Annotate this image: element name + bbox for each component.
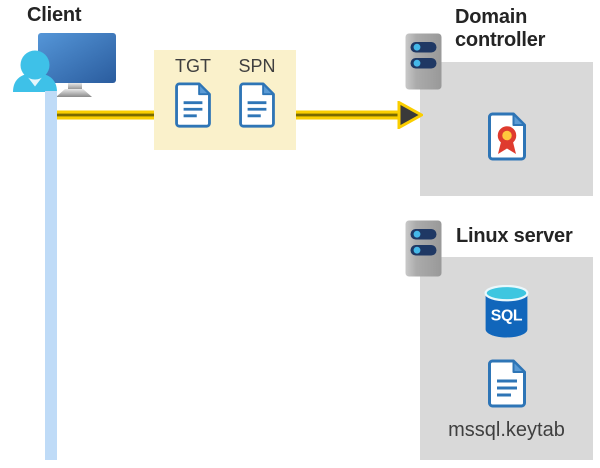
spn-document-icon: [239, 82, 275, 128]
tgt-label: TGT: [175, 56, 211, 76]
client-computer-icon: [13, 33, 116, 97]
linux-server-box: SQL mssql.keytab: [420, 257, 593, 460]
spn-token: SPN: [237, 56, 277, 150]
client-label: Client: [27, 4, 82, 26]
monitor-icon: [38, 33, 116, 83]
monitor-base: [56, 89, 92, 97]
domain-controller-title: Domain controller: [455, 6, 546, 51]
person-head: [20, 50, 50, 80]
linux-server-icon: [405, 220, 442, 277]
tgt-token: TGT: [173, 56, 213, 150]
domain-controller-server-icon: [405, 33, 442, 90]
certificate-icon: [487, 112, 526, 161]
keytab-label: mssql.keytab: [448, 419, 565, 441]
monitor-stand: [68, 83, 82, 90]
sql-database-icon: SQL: [484, 285, 529, 338]
client-connection-line: [45, 91, 57, 460]
ribbon-rosette: [497, 126, 516, 145]
keytab-document-icon: [487, 359, 526, 408]
token-box: TGT SPN: [154, 50, 296, 150]
spn-label: SPN: [238, 56, 276, 76]
linux-server-title: Linux server: [456, 225, 573, 247]
domain-controller-box: [420, 62, 593, 196]
tgt-document-icon: [175, 82, 211, 128]
arrowhead-icon: [397, 101, 423, 129]
sql-icon-label: SQL: [491, 308, 523, 325]
